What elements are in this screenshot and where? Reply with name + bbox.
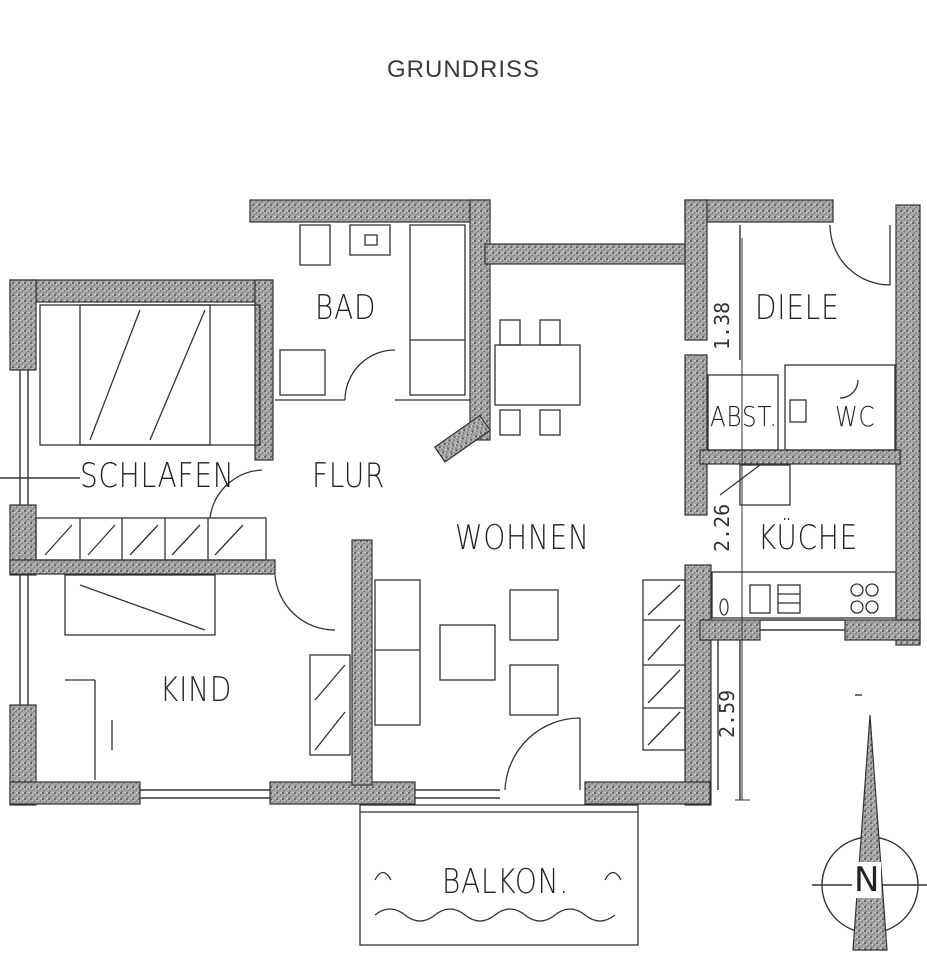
wall-diele-west bbox=[684, 199, 708, 341]
wall-kind-wohnen bbox=[351, 539, 373, 786]
room-label-bad: BAD bbox=[315, 288, 377, 328]
walls bbox=[9, 199, 921, 806]
wall-north-wohnen bbox=[484, 243, 706, 265]
wall-schlafen-kind bbox=[9, 559, 276, 575]
room-label-balkon: BALKON. bbox=[442, 862, 570, 902]
wall-wohnen-east bbox=[684, 564, 712, 806]
wall-kueche-south-right bbox=[844, 619, 921, 641]
dimension-2: 2.26 bbox=[710, 503, 734, 552]
room-label-flur: FLUR bbox=[312, 456, 386, 496]
north-arrow-icon bbox=[812, 694, 927, 951]
room-label-diele: DIELE bbox=[755, 288, 840, 328]
wall-bad-east bbox=[469, 199, 491, 441]
compass-letter: N bbox=[852, 860, 882, 900]
wall-abst-kueche bbox=[699, 449, 901, 465]
wall-south-wohnen bbox=[584, 781, 711, 805]
sofa bbox=[374, 579, 421, 726]
furniture bbox=[35, 224, 897, 946]
room-label-kueche: KÜCHE bbox=[758, 518, 859, 558]
bed-kind bbox=[64, 574, 216, 636]
wall-north-bad bbox=[249, 199, 491, 223]
wall-schlafen-east bbox=[254, 279, 274, 461]
kitchen-counter bbox=[711, 571, 897, 619]
wall-north-schlafen bbox=[9, 279, 273, 303]
balkon-outline bbox=[359, 804, 639, 946]
page-title: GRUNDRISS bbox=[386, 56, 540, 83]
dimension-lines bbox=[735, 238, 750, 801]
room-label-kind: KIND bbox=[160, 670, 233, 710]
bed-schlafen bbox=[39, 304, 261, 446]
room-label-wc: WC bbox=[835, 400, 876, 433]
coffee-table bbox=[439, 624, 496, 681]
wall-diagonal bbox=[433, 414, 491, 463]
wall-abst-west bbox=[684, 354, 708, 516]
windows bbox=[0, 225, 845, 800]
room-label-abst: ABST. bbox=[710, 400, 778, 433]
room-label-wohnen: WOHNEN bbox=[455, 518, 590, 558]
wall-kueche-south-left bbox=[699, 619, 761, 641]
dimension-1: 1.38 bbox=[710, 301, 734, 350]
wall-south-kind-right bbox=[269, 781, 416, 805]
room-label-schlafen: SCHLAFEN bbox=[80, 456, 235, 496]
wall-west-upper bbox=[9, 279, 37, 371]
dimension-3: 2.59 bbox=[715, 689, 739, 738]
wall-east bbox=[895, 204, 921, 646]
dining-table bbox=[494, 344, 581, 406]
wardrobe-schlafen bbox=[35, 517, 267, 561]
wall-south-kind-left bbox=[9, 781, 141, 805]
